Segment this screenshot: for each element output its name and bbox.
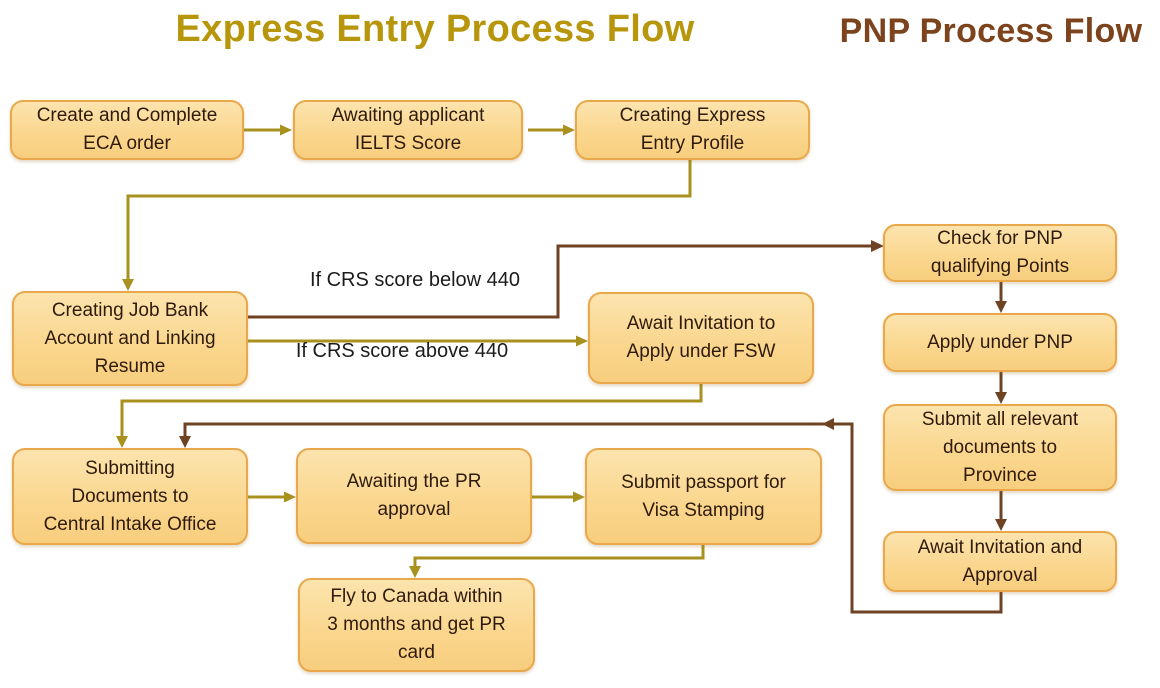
- pnp-title: PNP Process Flow: [839, 12, 1143, 50]
- arrowhead: [179, 436, 191, 448]
- arrowhead: [573, 491, 585, 503]
- arrowhead: [409, 566, 421, 578]
- arrowhead: [995, 519, 1007, 531]
- arrowhead: [122, 279, 134, 291]
- node-job-bank: Creating Job Bank Account and Linking Re…: [12, 291, 248, 386]
- node-fly-to-canada: Fly to Canada within 3 months and get PR…: [298, 578, 535, 672]
- node-pnp-approval: Await Invitation and Approval: [883, 531, 1117, 592]
- node-province-documents: Submit all relevant documents to Provinc…: [883, 404, 1117, 491]
- node-check-pnp-points: Check for PNP qualifying Points: [883, 224, 1117, 282]
- arrowhead: [822, 418, 834, 430]
- connector-profile-to-jobbank: [126, 160, 692, 280]
- express-entry-title: Express Entry Process Flow: [175, 8, 695, 50]
- node-create-eca: Create and Complete ECA order: [10, 100, 244, 160]
- node-awaiting-ielts: Awaiting applicant IELTS Score: [293, 100, 523, 160]
- node-express-entry-profile: Creating Express Entry Profile: [575, 100, 810, 160]
- arrowhead: [280, 124, 292, 136]
- arrowhead: [995, 392, 1007, 404]
- node-apply-under-pnp: Apply under PNP: [883, 313, 1117, 372]
- connector-fsw-to-cio: [120, 384, 703, 437]
- connector-visa-to-fly: [413, 545, 705, 567]
- arrowhead: [995, 301, 1007, 313]
- arrowhead: [284, 491, 296, 503]
- arrowhead: [563, 124, 575, 136]
- edge-label-crs-above-440: If CRS score above 440: [295, 340, 509, 362]
- arrowhead: [116, 436, 128, 448]
- node-fsw-invitation: Await Invitation to Apply under FSW: [588, 292, 814, 384]
- arrowhead: [576, 335, 588, 347]
- node-central-intake-office: Submitting Documents to Central Intake O…: [12, 448, 248, 545]
- node-pr-approval: Awaiting the PR approval: [296, 448, 532, 544]
- node-visa-stamping: Submit passport for Visa Stamping: [585, 448, 822, 545]
- edge-label-crs-below-440: If CRS score below 440: [309, 269, 521, 291]
